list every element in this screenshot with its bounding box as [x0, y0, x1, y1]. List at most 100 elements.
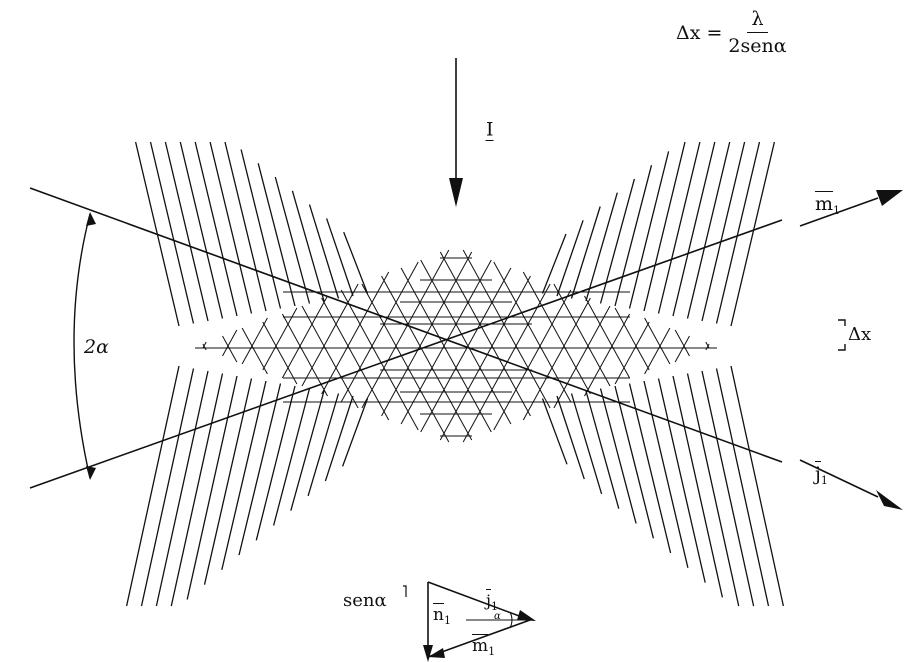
- triangle-arrowhead-n: [423, 645, 433, 662]
- j-vector-label: j1: [815, 461, 828, 486]
- lattice-line: [361, 283, 450, 443]
- wavefront-line: [541, 233, 567, 294]
- triangle-arrowhead-j: [517, 610, 536, 621]
- wavefront-line: [715, 141, 761, 324]
- wavefront-line: [541, 398, 568, 465]
- wavefront-line: [238, 383, 282, 556]
- m-vector-subscript: 1: [833, 204, 841, 217]
- wavefront-line: [307, 393, 340, 497]
- wavefront-line: [257, 163, 296, 307]
- m-vector-symbol: m: [815, 191, 834, 215]
- lattice-line: [340, 261, 419, 403]
- wavefront-line: [657, 141, 701, 314]
- wavefront-line: [343, 231, 369, 294]
- wavefront-line: [643, 141, 686, 312]
- wavefront-line: [701, 370, 755, 607]
- lattice-line: [340, 289, 419, 431]
- wavefront-line: [324, 395, 354, 482]
- formula-fraction: λ 2senα: [728, 8, 786, 57]
- wavefront-line: [290, 390, 325, 511]
- beam-axis-1: [29, 187, 783, 463]
- lattice-line: [705, 343, 710, 351]
- wavefront-lines-right: [541, 141, 785, 607]
- wavefront-line: [140, 368, 195, 607]
- lattice-line: [381, 251, 473, 417]
- lattice-line: [674, 329, 690, 357]
- wavefront-line: [308, 204, 340, 299]
- wavefront-line: [585, 192, 618, 302]
- wavefront-line: [179, 141, 224, 319]
- triangle-n-label: n1: [433, 603, 451, 626]
- wavefront-line: [585, 390, 620, 509]
- incident-arrow: [449, 58, 463, 207]
- wavefront-line: [556, 220, 584, 297]
- wavefront-line: [599, 178, 636, 304]
- lattice-line: [281, 313, 328, 397]
- lattice-line: [439, 251, 531, 417]
- lattice-line: [281, 295, 328, 379]
- spacing-formula: Δx = λ 2senα: [676, 8, 787, 57]
- wavefront-line: [672, 375, 724, 598]
- formula-numerator: λ: [747, 8, 768, 33]
- wavefront-line: [149, 141, 195, 324]
- spacing-label: Δx: [848, 324, 872, 345]
- lattice-line: [614, 307, 650, 371]
- wavefront-line: [170, 373, 224, 607]
- wavefront-line: [272, 388, 311, 526]
- lattice-line: [674, 335, 690, 363]
- wavefront-line: [221, 380, 267, 571]
- lattice-line: [493, 289, 572, 431]
- lattice-line: [222, 335, 238, 363]
- triangle-j-symbol: j: [486, 589, 491, 610]
- wavefront-line: [730, 141, 776, 327]
- incident-symbol: I: [486, 117, 494, 141]
- lattice-line: [202, 343, 207, 351]
- lattice-line: [644, 317, 671, 365]
- sen-alpha-label: senα: [343, 590, 387, 611]
- wavefront-line: [556, 395, 585, 480]
- interference-lattice: [195, 249, 717, 443]
- lattice-line: [420, 259, 512, 425]
- triangle-m-symbol: m: [472, 634, 489, 656]
- wavefront-line: [628, 383, 672, 554]
- lattice-line: [439, 275, 531, 441]
- wavefront-line: [255, 385, 296, 541]
- wavefront-line: [341, 398, 369, 467]
- lattice-line: [553, 283, 611, 387]
- lattice-line: [584, 313, 631, 397]
- lattice-line: [522, 297, 591, 421]
- lattice-line: [301, 305, 359, 409]
- lattice-line: [262, 321, 298, 385]
- wavefront-line: [125, 365, 180, 607]
- m-vector-arrow: [799, 190, 903, 227]
- lattice-line: [241, 317, 268, 365]
- wavefront-line: [155, 370, 209, 607]
- lattice-line: [262, 307, 298, 371]
- wavefront-line: [686, 373, 740, 607]
- wavefront-line: [164, 141, 209, 322]
- wavefront-line: [224, 141, 267, 312]
- angle-arc: [73, 212, 96, 480]
- wavefront-line: [203, 378, 253, 585]
- lattice-line: [584, 295, 631, 379]
- lattice-line: [400, 267, 492, 433]
- wavefront-line: [599, 388, 637, 524]
- wavefront-line: [274, 176, 311, 304]
- spacing-bracket: [838, 319, 846, 351]
- incident-label: I: [486, 117, 494, 141]
- lattice-line: [361, 249, 450, 409]
- triangle-m-label: m1: [472, 634, 496, 658]
- wavefront-line: [730, 365, 785, 607]
- angle-label: 2α: [84, 336, 109, 358]
- lattice-line: [222, 329, 238, 357]
- j-vector-arrow: [799, 459, 903, 510]
- lattice-line: [493, 261, 572, 403]
- triangle-m-subscript: 1: [488, 645, 496, 658]
- wavefront-line: [570, 206, 601, 299]
- wavefront-line: [186, 375, 238, 600]
- triangle-arrowhead-m: [428, 648, 445, 658]
- triangle-j-label: j1: [486, 589, 498, 612]
- beam-axis-2: [29, 219, 783, 489]
- triangle-alpha-label: α: [494, 611, 501, 622]
